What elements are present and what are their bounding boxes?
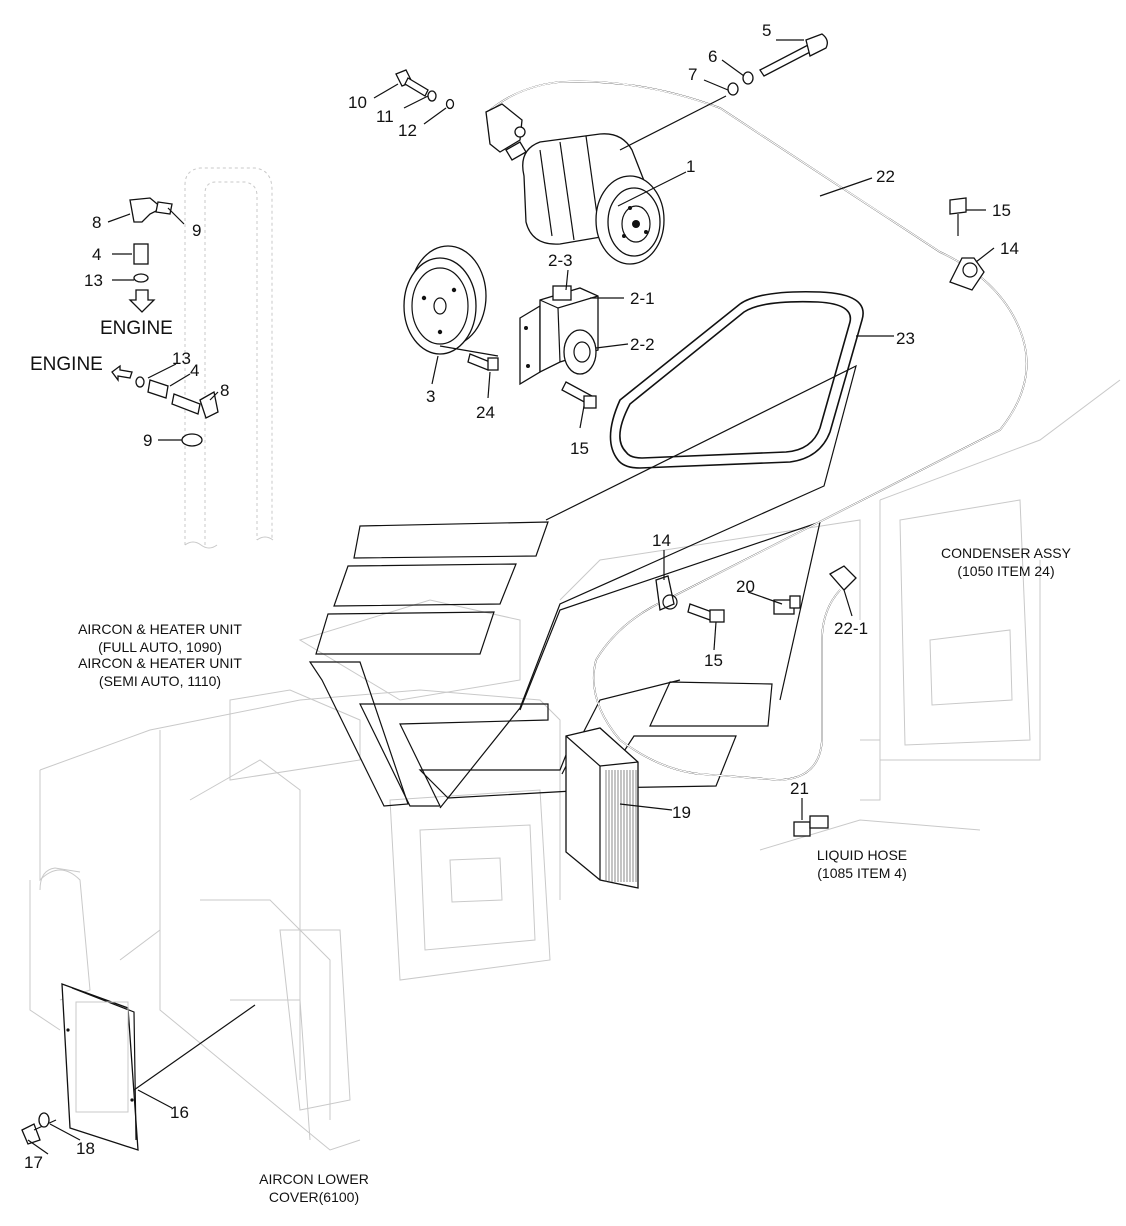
callout-21: 21 xyxy=(790,779,809,798)
callout-2-2: 2-2 xyxy=(630,335,655,354)
lower-cover-caption-line2: COVER(6100) xyxy=(269,1189,359,1205)
callout-23: 23 xyxy=(896,329,915,348)
lower-cover-caption-line1: AIRCON LOWER xyxy=(259,1171,369,1187)
callout-3: 3 xyxy=(426,387,435,406)
callout-15-top: 15 xyxy=(992,201,1011,220)
callout-15-center: 15 xyxy=(570,439,589,458)
hose-22 xyxy=(489,80,1028,781)
callout-18: 18 xyxy=(76,1139,95,1158)
aircon-full-caption-line1: AIRCON & HEATER UNIT xyxy=(78,621,242,637)
callout-2-3: 2-3 xyxy=(548,251,573,270)
background-machine-outline xyxy=(29,167,1121,1151)
aircon-semi-caption-line2: (SEMI AUTO, 1110) xyxy=(99,673,221,689)
liquid-hose-caption-line2: (1085 ITEM 4) xyxy=(817,865,906,881)
engine-labels: ENGINE ENGINE xyxy=(30,318,173,375)
callout-11: 11 xyxy=(376,107,394,126)
callout-13-top: 13 xyxy=(84,271,103,290)
condenser-caption-line1: CONDENSER ASSY xyxy=(941,545,1072,561)
callout-12: 12 xyxy=(398,121,417,140)
callout-5: 5 xyxy=(762,21,771,40)
callout-2-1: 2-1 xyxy=(630,289,655,308)
leader-lines xyxy=(27,39,995,1155)
callout-15-lower: 15 xyxy=(704,651,723,670)
callout-24: 24 xyxy=(476,403,495,422)
engine-label-top: ENGINE xyxy=(100,318,173,339)
captions: CONDENSER ASSY (1050 ITEM 24) AIRCON & H… xyxy=(78,545,1072,1205)
callout-22: 22 xyxy=(876,167,895,186)
tensioner-bracket xyxy=(519,285,599,386)
liquid-hose-caption-line1: LIQUID HOSE xyxy=(817,847,907,863)
condenser-caption-line2: (1050 ITEM 24) xyxy=(957,563,1054,579)
callout-9-left: 9 xyxy=(143,431,152,450)
callout-labels: 1 2-1 2-2 2-3 3 4 4 5 6 7 8 8 9 9 10 11 … xyxy=(24,21,1019,1172)
callout-14-mid: 14 xyxy=(652,531,671,550)
callout-4-left: 4 xyxy=(190,361,199,380)
compressor xyxy=(485,103,665,265)
callout-1: 1 xyxy=(686,157,695,176)
callout-4-top: 4 xyxy=(92,245,101,264)
callout-14-top: 14 xyxy=(1000,239,1019,258)
v-belt xyxy=(609,290,864,469)
fittings xyxy=(21,33,985,1145)
callout-20: 20 xyxy=(736,577,755,596)
callout-9-top: 9 xyxy=(192,221,201,240)
callout-17: 17 xyxy=(24,1153,43,1172)
aircon-full-caption-line2: (FULL AUTO, 1090) xyxy=(98,639,222,655)
callout-7: 7 xyxy=(688,65,697,84)
callout-8-top: 8 xyxy=(92,213,101,232)
engine-label-left: ENGINE xyxy=(30,354,103,375)
callout-16: 16 xyxy=(170,1103,189,1122)
callout-8-left: 8 xyxy=(220,381,229,400)
aircon-semi-caption-line1: AIRCON & HEATER UNIT xyxy=(78,655,242,671)
callout-13-left: 13 xyxy=(172,349,191,368)
callout-19: 19 xyxy=(672,803,691,822)
callout-6: 6 xyxy=(708,47,717,66)
condenser-block xyxy=(565,727,639,889)
lower-cover-part xyxy=(61,983,256,1151)
pulley xyxy=(403,245,487,355)
callout-22-1: 22-1 xyxy=(834,619,868,638)
callout-10: 10 xyxy=(348,93,367,112)
